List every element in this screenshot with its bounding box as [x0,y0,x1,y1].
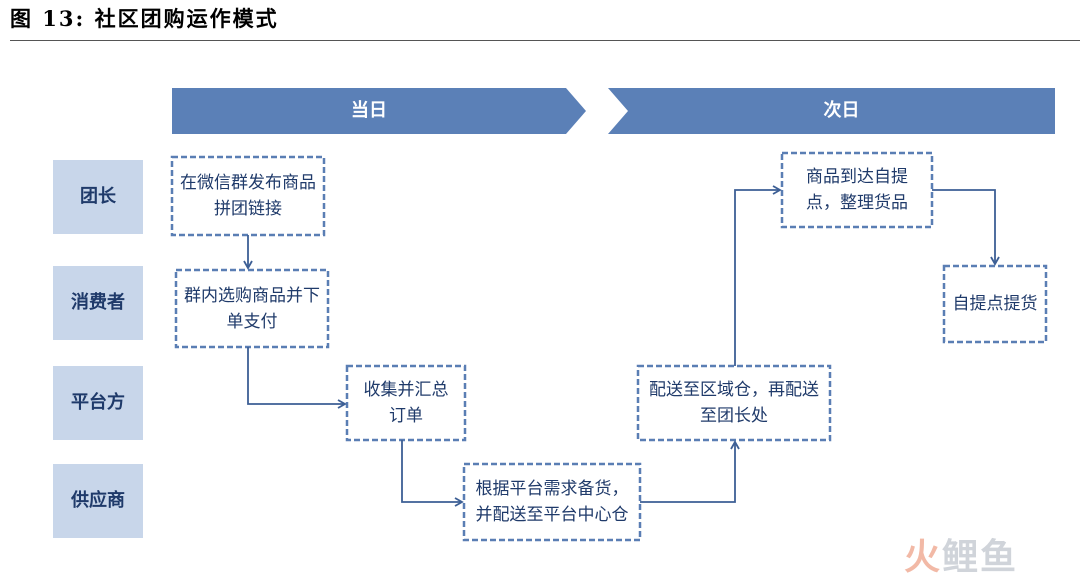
phase-banner-day2 [608,88,1055,134]
arrow-aggregate-to-stock [401,440,464,507]
step-box-order [174,268,330,349]
figure-title: 图 13: 社区团购运作模式 [10,6,279,31]
role-label-consumer: 消费者 [71,292,125,313]
role-box-leader [53,160,143,234]
role-box-supplier [53,464,143,538]
step-box-stock [462,462,642,542]
arrow-order-to-aggregate [247,347,347,409]
step-label-pickup: 自提点提货 [952,294,1038,314]
step-box-distribute [636,364,832,442]
phase-label-day2: 次日 [823,100,860,121]
step-box-aggregate [345,364,467,442]
role-box-consumer [53,266,143,340]
step-label-aggregate: 收集并汇总订单 [363,380,449,426]
role-box-platform [53,366,143,440]
role-label-platform: 平台方 [71,392,125,413]
phase-banner-day1 [172,88,586,134]
phase-label-day1: 当日 [351,100,387,121]
step-label-arrive: 商品到达自提点，整理货品 [806,167,908,213]
arrow-stock-to-distribute [640,440,740,503]
step-label-order: 群内选购商品并下单支付 [184,285,320,332]
step-label-publish: 在微信群发布商品拼团链接 [180,173,316,219]
step-box-arrive [780,151,934,229]
arrow-distribute-to-arrive [734,185,782,366]
step-label-distribute: 配送至区域仓，再配送至团长处 [649,380,819,426]
step-box-pickup [942,264,1048,344]
role-label-supplier: 供应商 [71,490,125,511]
title-rule [10,40,1080,41]
step-label-stock: 根据平台需求备货，并配送至平台中心仓 [475,479,629,525]
watermark-logo: 火鲤鱼 [904,537,1019,578]
role-label-leader: 团长 [80,186,116,207]
step-box-publish [170,155,326,237]
arrow-arrive-to-pickup [932,189,1000,266]
